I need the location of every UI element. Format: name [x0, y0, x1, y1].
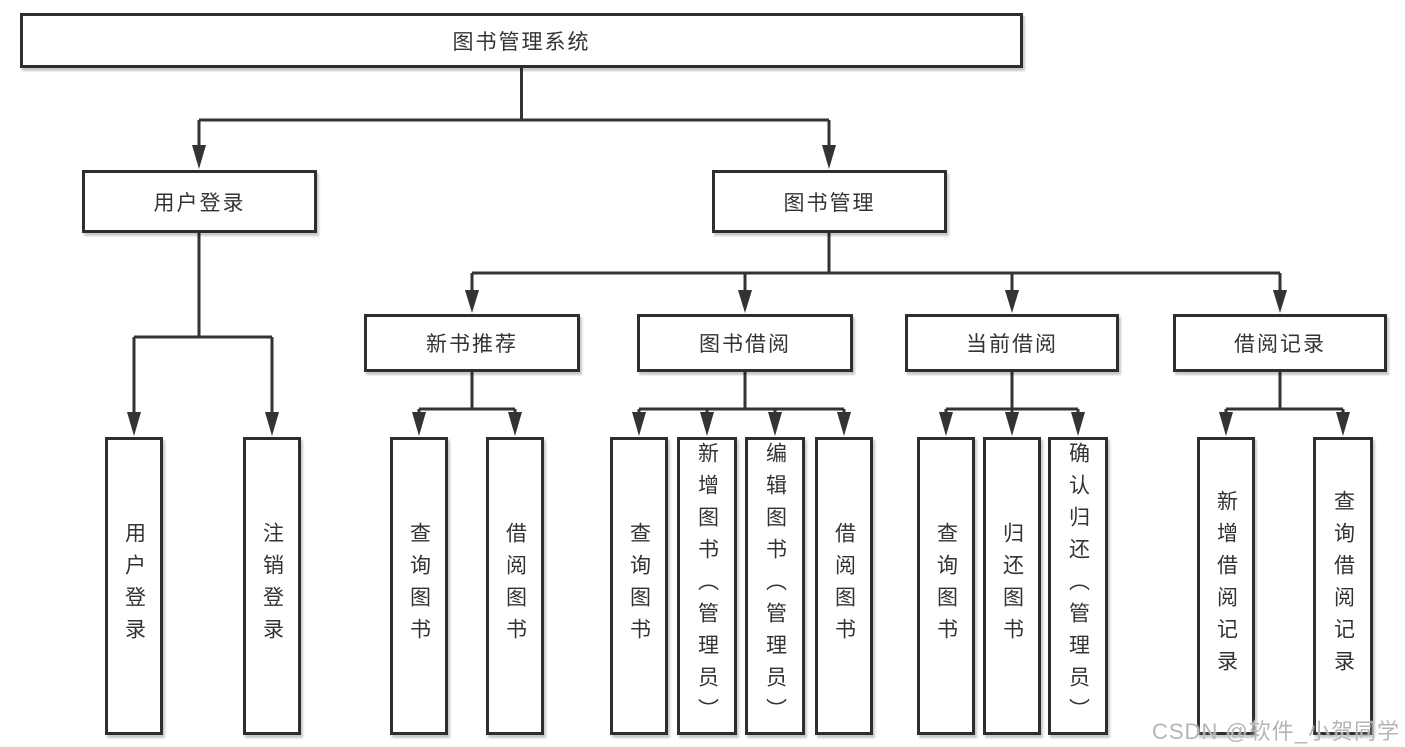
node-label: 新增图书（管理员）: [695, 442, 719, 730]
leaf-edit-book-admin: 编辑图书（管理员）: [745, 437, 805, 735]
leaf-query-books-recommend: 查询图书: [390, 437, 448, 735]
node-label: 编辑图书（管理员）: [763, 442, 787, 730]
node-library-management-system: 图书管理系统: [20, 13, 1023, 68]
leaf-return-books: 归还图书: [983, 437, 1041, 735]
node-label: 用户登录: [153, 191, 246, 215]
leaf-borrow-books-recommend: 借阅图书: [486, 437, 544, 735]
node-label: 确认归还（管理员）: [1066, 442, 1090, 730]
node-label: 归还图书: [1000, 522, 1024, 650]
node-label: 借阅图书: [832, 522, 856, 650]
node-borrowing-records: 借阅记录: [1173, 314, 1387, 372]
leaf-confirm-return-admin: 确认归还（管理员）: [1048, 437, 1108, 735]
node-label: 借阅记录: [1234, 333, 1326, 356]
node-label: 当前借阅: [966, 333, 1058, 356]
node-label: 图书管理系统: [452, 30, 591, 54]
leaf-query-books-current: 查询图书: [917, 437, 975, 735]
node-book-management: 图书管理: [712, 170, 947, 233]
node-label: 注销登录: [260, 522, 284, 650]
leaf-add-book-admin: 新增图书（管理员）: [677, 437, 737, 735]
node-label: 新书推荐: [426, 333, 518, 356]
csdn-watermark: CSDN @软件_小贺同学: [1152, 719, 1401, 744]
leaf-borrow-books-borrowing: 借阅图书: [815, 437, 873, 735]
node-label: 查询图书: [407, 522, 431, 650]
leaf-user-login: 用户登录: [105, 437, 163, 735]
node-label: 借阅图书: [503, 522, 527, 650]
node-label: 用户登录: [122, 522, 146, 650]
node-label: 查询借阅记录: [1331, 490, 1355, 682]
leaf-query-borrow-record: 查询借阅记录: [1313, 437, 1373, 735]
node-current-borrowing: 当前借阅: [905, 314, 1119, 372]
leaf-query-books-borrowing: 查询图书: [610, 437, 668, 735]
node-label: 新增借阅记录: [1214, 490, 1238, 682]
leaf-logout: 注销登录: [243, 437, 301, 735]
node-label: 查询图书: [627, 522, 651, 650]
node-book-borrowing: 图书借阅: [637, 314, 853, 372]
node-label: 图书管理: [783, 191, 876, 215]
node-label: 图书借阅: [699, 333, 791, 356]
node-user-login: 用户登录: [82, 170, 317, 233]
node-new-book-recommendation: 新书推荐: [364, 314, 580, 372]
node-label: 查询图书: [934, 522, 958, 650]
leaf-add-borrow-record: 新增借阅记录: [1197, 437, 1255, 735]
